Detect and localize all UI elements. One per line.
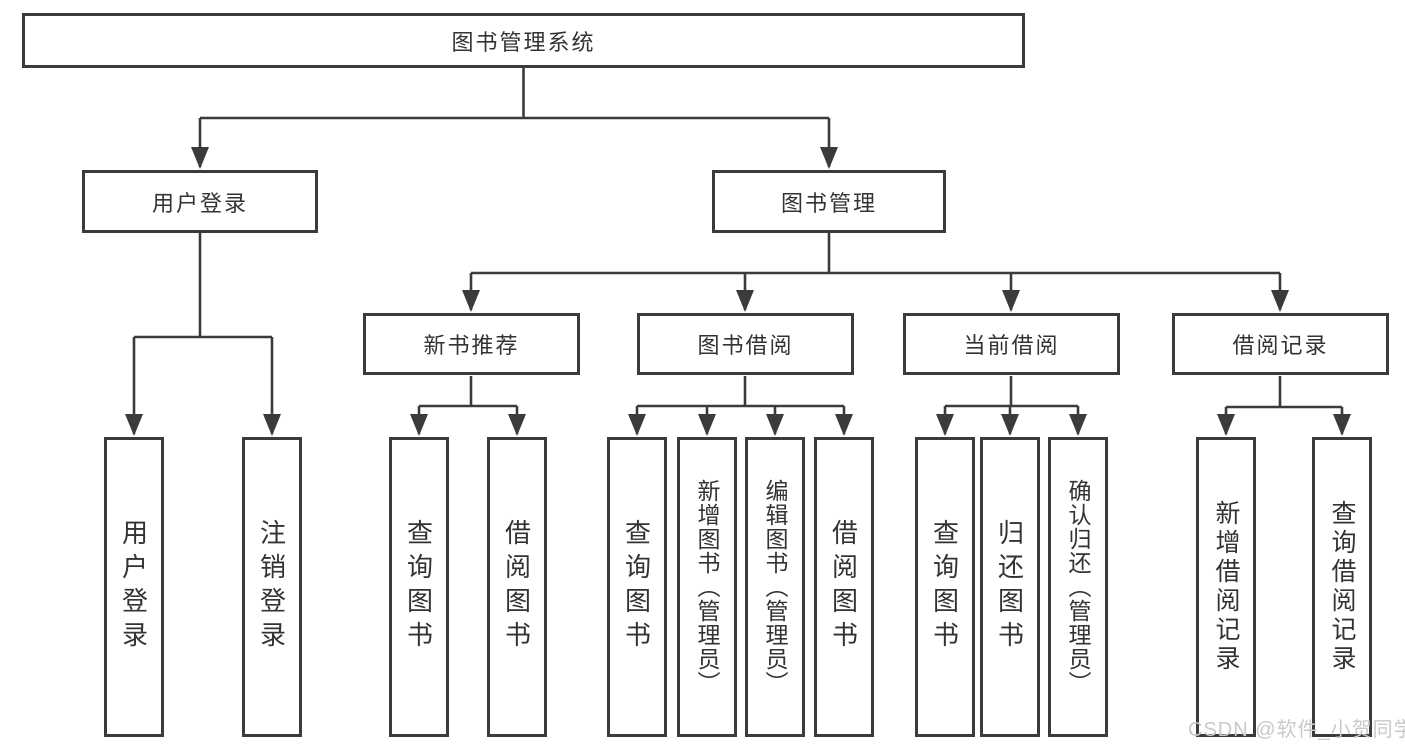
- node-library-management-system: 图书管理系统: [22, 13, 1025, 68]
- node-confirm-return-admin: 确认归还（管理员）: [1048, 437, 1108, 737]
- node-edit-books-admin: 编辑图书（管理员）: [745, 437, 805, 737]
- node-logout: 注销登录: [242, 437, 302, 737]
- node-query-books-3: 查询图书: [915, 437, 975, 737]
- node-borrow-books-2: 借阅图书: [814, 437, 874, 737]
- node-book-borrowing: 图书借阅: [637, 313, 854, 375]
- node-user-login: 用户登录: [82, 170, 318, 233]
- node-current-borrowing: 当前借阅: [903, 313, 1120, 375]
- node-add-books-admin: 新增图书（管理员）: [677, 437, 737, 737]
- node-query-books-1: 查询图书: [389, 437, 449, 737]
- node-borrow-books-1: 借阅图书: [487, 437, 547, 737]
- node-new-book-recommendation: 新书推荐: [363, 313, 580, 375]
- node-book-management: 图书管理: [712, 170, 946, 233]
- node-add-borrowing-record: 新增借阅记录: [1196, 437, 1256, 737]
- node-query-books-2: 查询图书: [607, 437, 667, 737]
- node-user-login-leaf: 用户登录: [104, 437, 164, 737]
- csdn-watermark: CSDN @软件_小贺同学: [1188, 719, 1405, 741]
- node-borrowing-records: 借阅记录: [1172, 313, 1389, 375]
- node-query-borrowing-record: 查询借阅记录: [1312, 437, 1372, 737]
- node-return-books: 归还图书: [980, 437, 1040, 737]
